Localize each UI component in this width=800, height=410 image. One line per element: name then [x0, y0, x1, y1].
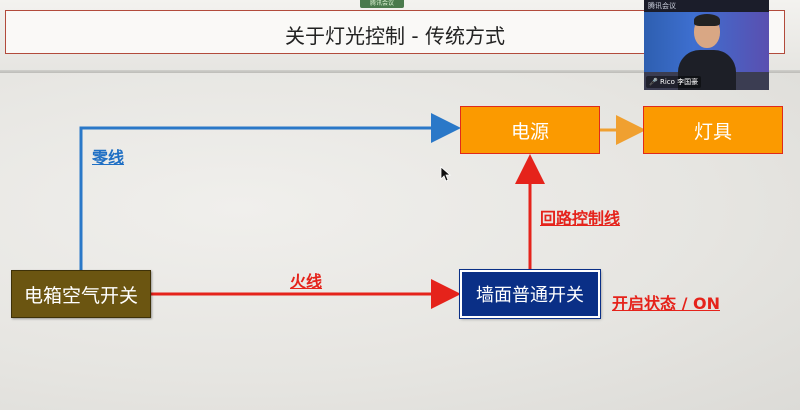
title-divider [0, 70, 800, 73]
switch-state-label: 开启状态 / ON [612, 294, 720, 313]
power-source-box: 电源 [460, 106, 600, 154]
loop-control-label: 回路控制线 [540, 209, 621, 228]
lamp-box: 灯具 [643, 106, 783, 154]
participant-video-tile[interactable]: 腾讯会议 🎤 Rico 李国豪 [644, 0, 769, 90]
breaker-box: 电箱空气开关 [11, 270, 151, 318]
participant-body [678, 50, 736, 90]
microphone-icon: 🎤 [649, 78, 658, 86]
meeting-tab[interactable]: 腾讯会议 [360, 0, 404, 8]
neutral-wire-arrow [79, 113, 461, 270]
wall-switch-box: 墙面普通开关 [460, 270, 600, 318]
neutral-wire-label: 零线 [92, 148, 125, 167]
video-header: 腾讯会议 [644, 0, 769, 12]
live-wire-label: 火线 [290, 272, 323, 291]
slide-title: 关于灯光控制 - 传统方式 [285, 24, 505, 48]
participant-hair [694, 14, 720, 26]
participant-name-text: Rico 李国豪 [659, 78, 699, 86]
mouse-cursor-icon [440, 166, 452, 182]
participant-name: 🎤 Rico 李国豪 [646, 76, 702, 88]
